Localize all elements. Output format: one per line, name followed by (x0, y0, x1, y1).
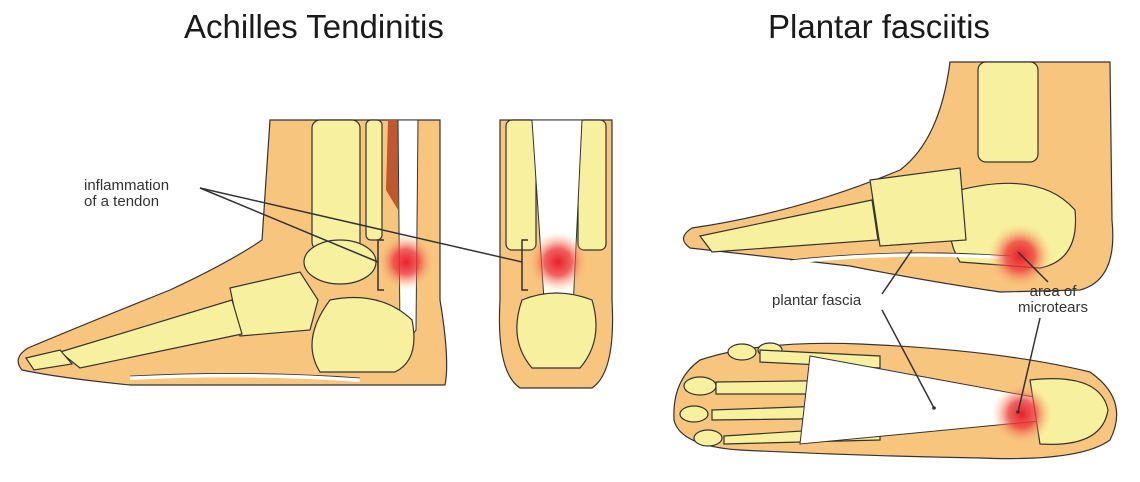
inflammation-label-line1: inflammation (84, 178, 169, 194)
achilles-back-view-foot (499, 120, 612, 388)
microtears-label-line2: microtears (1018, 300, 1088, 316)
microtears-label: area of microtears (1018, 284, 1088, 316)
back-heel-bone (517, 293, 596, 368)
plantar-sole-view-foot (674, 343, 1117, 459)
plantar-title: Plantar fasciitis (768, 8, 990, 46)
back-fibula (578, 120, 606, 250)
inflammation-label-line2: of a tendon (84, 194, 169, 210)
plantar-midfoot (870, 168, 966, 246)
plantar-side-inflammation-spot (988, 224, 1052, 288)
achilles-inflammation-spot (378, 234, 434, 290)
achilles-tendon (398, 120, 418, 336)
tibia-bone (312, 120, 360, 250)
plantar-fascia-label: plantar fascia (772, 293, 861, 309)
achilles-title: Achilles Tendinitis (184, 8, 444, 46)
fibula-bone (366, 120, 382, 240)
back-inflammation-spot (528, 232, 588, 292)
achilles-side-view-foot (18, 120, 447, 385)
back-tibia (506, 120, 536, 250)
plantar-side-view-foot (683, 62, 1112, 292)
microtears-label-line1: area of (1018, 284, 1088, 300)
plantar-tibia (978, 62, 1038, 162)
inflammation-label: inflammation of a tendon (84, 178, 169, 210)
